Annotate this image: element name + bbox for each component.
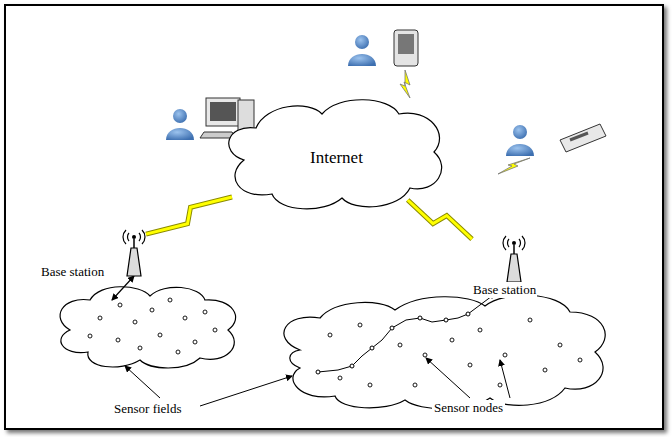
field-link [112, 276, 134, 300]
cloud-shape [229, 100, 442, 209]
cloud-label: Internet [310, 148, 363, 168]
leader-lines [125, 358, 510, 406]
antenna-tower [127, 248, 141, 276]
station-label: Base station [472, 282, 537, 298]
base-station: Base station [40, 226, 150, 286]
sensor-nodes [88, 298, 582, 387]
link-bolt [146, 197, 232, 234]
hop-route [316, 288, 508, 374]
base-station: Base station [468, 232, 568, 302]
antenna-icon [120, 226, 148, 278]
antenna-tip [512, 241, 516, 245]
antenna-mast [513, 245, 515, 254]
wireless-link [146, 197, 232, 234]
wireless-link [408, 200, 472, 239]
antenna-icon [500, 232, 528, 284]
internet-cloud: Internet [214, 90, 450, 218]
antenna-mast [133, 239, 135, 248]
user-pda [348, 30, 418, 66]
antenna-tower [507, 254, 521, 282]
callout-label: Sensor fields [112, 401, 184, 417]
link-outline [146, 197, 232, 234]
station-label: Base station [40, 264, 105, 280]
link-outline [408, 200, 472, 239]
sensor-field-cloud [284, 295, 605, 408]
callout-label: Sensor nodes [432, 400, 505, 416]
link-bolt [408, 200, 472, 239]
sensor-field-cloud [60, 287, 236, 368]
antenna-tip [132, 235, 136, 239]
user-phone [506, 124, 606, 156]
